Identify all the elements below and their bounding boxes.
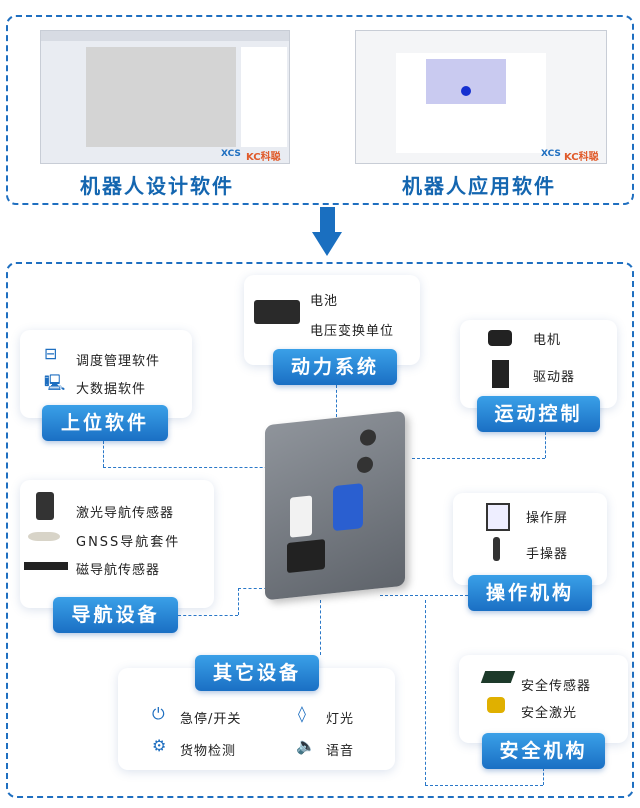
connector bbox=[336, 385, 337, 417]
item-laser-nav-sensor: 激光导航传感器 bbox=[76, 506, 175, 521]
connector bbox=[178, 615, 238, 616]
navigation-label: 导航设备 bbox=[53, 597, 178, 633]
kc-logo: KC科聪 bbox=[564, 152, 599, 163]
power-label: 动力系统 bbox=[273, 349, 397, 385]
kc-logo: KC科聪 bbox=[246, 152, 281, 163]
connector bbox=[238, 588, 283, 589]
connector bbox=[425, 600, 426, 785]
item-voice: 语音 bbox=[326, 744, 355, 759]
connector bbox=[103, 441, 104, 467]
down-arrow-icon bbox=[320, 207, 335, 233]
upper-software-label: 上位软件 bbox=[42, 405, 168, 441]
item-bigdata-software: 大数据软件 bbox=[76, 382, 147, 397]
connector bbox=[545, 432, 546, 458]
laser-sensor-image bbox=[36, 492, 54, 520]
connector bbox=[103, 467, 293, 468]
item-safety-laser: 安全激光 bbox=[521, 706, 578, 721]
app-software-screenshot: XCS KC科聪 bbox=[355, 30, 607, 164]
connector bbox=[320, 600, 321, 655]
item-voltage-converter: 电压变换单位 bbox=[310, 324, 395, 339]
operation-card: 操作屏 手操器 bbox=[453, 493, 607, 585]
item-light: 灯光 bbox=[326, 712, 355, 727]
item-magnetic-nav-sensor: 磁导航传感器 bbox=[76, 563, 161, 578]
handheld-controller-image bbox=[493, 537, 500, 561]
other-devices-label: 其它设备 bbox=[195, 655, 319, 691]
gear-icon: ⚙ bbox=[152, 736, 167, 755]
power-icon: ⏻ bbox=[152, 704, 165, 723]
battery-image bbox=[254, 300, 300, 324]
connector bbox=[425, 785, 543, 786]
safety-laser-image bbox=[487, 697, 505, 713]
item-touchscreen: 操作屏 bbox=[526, 511, 569, 526]
motion-label: 运动控制 bbox=[477, 396, 600, 432]
connector bbox=[238, 588, 239, 615]
arrow-head bbox=[312, 232, 342, 256]
speaker-icon: 🔈 bbox=[296, 736, 316, 755]
connector bbox=[412, 458, 545, 459]
safety-card: 安全传感器 安全激光 bbox=[459, 655, 628, 743]
magnetic-sensor-image bbox=[24, 562, 68, 570]
controller-image bbox=[265, 410, 405, 601]
xcs-logo: XCS bbox=[541, 149, 561, 159]
hardware-section bbox=[6, 262, 634, 798]
safety-sensor-image bbox=[480, 671, 516, 683]
network-icon: ⊟ bbox=[44, 344, 58, 363]
design-software-title: 机器人设计软件 bbox=[80, 174, 234, 198]
motion-card: 电机 驱动器 bbox=[460, 320, 617, 408]
software-section bbox=[6, 15, 634, 205]
upper-software-card: ⊟ 调度管理软件 🖳 大数据软件 bbox=[20, 330, 192, 418]
touchscreen-image bbox=[486, 503, 510, 531]
design-software-screenshot: XCS KC科聪 bbox=[40, 30, 290, 164]
item-cargo-detection: 货物检测 bbox=[180, 744, 237, 759]
item-battery: 电池 bbox=[310, 294, 339, 309]
xcs-logo: XCS bbox=[221, 149, 241, 159]
gnss-antenna-image bbox=[28, 532, 60, 541]
item-safety-sensor: 安全传感器 bbox=[521, 679, 592, 694]
connector bbox=[543, 768, 544, 785]
driver-image bbox=[492, 360, 509, 388]
connector bbox=[380, 595, 468, 596]
item-driver: 驱动器 bbox=[533, 370, 576, 385]
app-software-title: 机器人应用软件 bbox=[402, 174, 556, 198]
safety-label: 安全机构 bbox=[482, 733, 605, 769]
navigation-card: 激光导航传感器 GNSS导航套件 磁导航传感器 bbox=[20, 480, 214, 608]
motor-image bbox=[488, 330, 512, 346]
light-icon: ◊ bbox=[298, 704, 306, 723]
item-handheld-controller: 手操器 bbox=[526, 547, 569, 562]
item-motor: 电机 bbox=[533, 333, 562, 348]
item-dispatch-software: 调度管理软件 bbox=[76, 354, 161, 369]
monitor-icon: 🖳 bbox=[44, 373, 66, 392]
operation-label: 操作机构 bbox=[468, 575, 592, 611]
item-gnss-kit: GNSS导航套件 bbox=[76, 535, 181, 550]
item-estop-switch: 急停/开关 bbox=[180, 712, 242, 727]
